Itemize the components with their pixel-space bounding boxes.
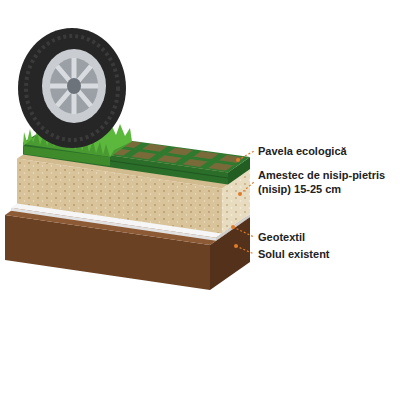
leader-line [236,246,254,254]
wheel-spokes [50,58,98,114]
layer-label: Solul existent [258,247,396,261]
leader-dot [234,244,238,248]
leader-line [238,151,254,160]
wheel-rim [42,49,106,123]
layer-label: Amestec de nisip-pietris (nisip) 15-25 c… [258,168,396,196]
grass-front [23,146,110,166]
leader-dots [231,158,242,248]
leader-lines [233,151,254,254]
tire-tread [26,36,118,140]
leader-line [233,227,254,237]
layer-label: Geotextil [258,230,396,244]
car-tire [18,28,126,148]
leader-dot [236,158,240,162]
leader-line [240,182,254,194]
leader-dot [231,225,235,229]
leader-dot [238,192,242,196]
tire-rubber [18,28,126,148]
wheel-hub [67,78,81,94]
layer-label: Pavela ecologică [258,144,396,158]
wheel-rim-inner [50,58,98,114]
